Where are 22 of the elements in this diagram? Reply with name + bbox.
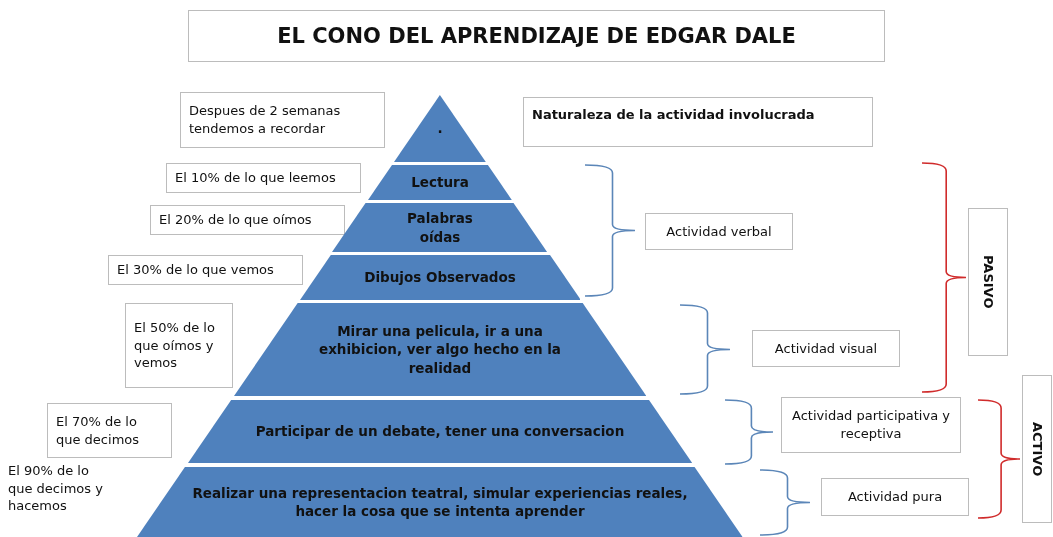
title: EL CONO DEL APRENDIZAJE DE EDGAR DALE: [188, 10, 885, 62]
pyramid-layer: Lectura: [368, 165, 512, 200]
text-box: Despues de 2 semanas tendemos a recordar: [180, 92, 385, 148]
category-box: ACTIVO: [1022, 375, 1052, 523]
pyramid-layer: Palabras oídas: [332, 203, 548, 252]
text-box: Naturaleza de la actividad involucrada: [523, 97, 873, 147]
pyramid-layer: Dibujos Observados: [299, 255, 581, 300]
category-box: Actividad pura: [821, 478, 969, 516]
text-box: El 30% de lo que vemos: [108, 255, 303, 285]
category-box: Actividad verbal: [645, 213, 793, 250]
pyramid-layer: .: [394, 95, 486, 162]
pyramid-layer: Participar de un debate, tener una conversacion: [187, 400, 693, 463]
pyramid-layer: Realizar una representacion teatral, simular experiencias reales, hacer la cosa que se intenta aprender: [137, 467, 743, 537]
note: El 90% de lo que decimos y hacemos: [8, 462, 104, 515]
category-box: PASIVO: [968, 208, 1008, 356]
text-box: El 20% de lo que oímos: [150, 205, 345, 235]
category-box: Actividad visual: [752, 330, 900, 367]
pyramid-layer: Mirar una pelicula, ir a una exhibicion, ver algo hecho en la realidad: [233, 303, 647, 396]
category-box: Actividad participativa y receptiva: [781, 397, 961, 453]
text-box: El 10% de lo que leemos: [166, 163, 361, 193]
text-box: El 50% de lo que oímos y vemos: [125, 303, 233, 388]
text-box: El 70% de lo que decimos: [47, 403, 172, 458]
